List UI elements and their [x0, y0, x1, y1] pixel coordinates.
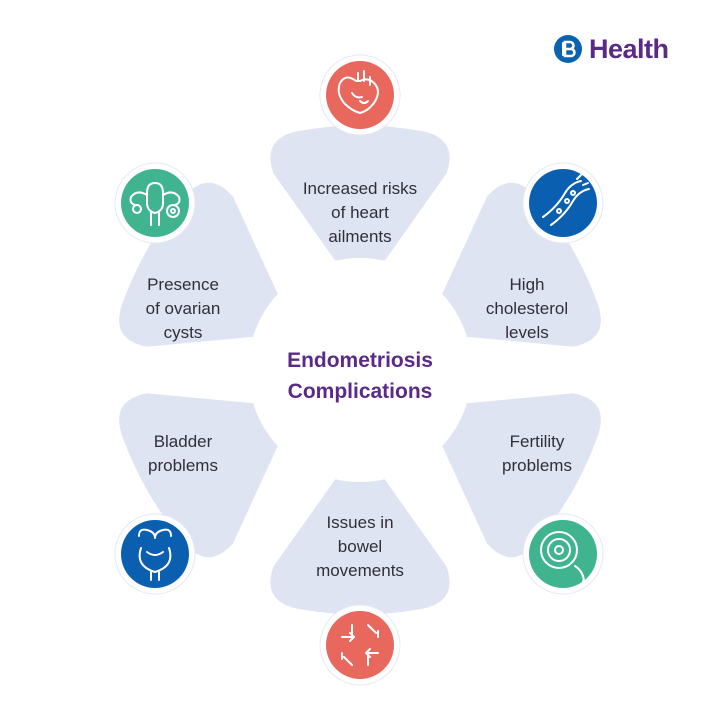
label-fertility-problems: Fertility problems	[502, 432, 572, 475]
petal-bladder	[116, 390, 286, 561]
label-bowel-movements: Issues in bowel movements	[316, 513, 404, 580]
center-title: Endometriosis Complications	[287, 349, 433, 403]
blood-vessel-icon	[522, 162, 604, 244]
label-heart-ailments: Increased risks of heart ailments	[302, 179, 418, 246]
label-high-cholesterol: High cholesterol levels	[485, 275, 569, 342]
petal-cholesterol	[434, 179, 604, 350]
center-circle	[248, 258, 472, 482]
brand-name: Health	[589, 33, 669, 64]
uterus-ovaries-icon	[114, 162, 196, 244]
label-bladder-problems: Bladder problems	[148, 432, 218, 475]
egg-cell-icon	[522, 513, 604, 595]
brand-logo: Health	[553, 32, 669, 66]
label-ovarian-cysts: Presence of ovarian cysts	[145, 275, 221, 342]
intestine-arrows-icon	[319, 604, 401, 686]
heart-icon	[319, 54, 401, 136]
brand-mark-icon	[554, 35, 582, 63]
bladder-icon	[114, 513, 196, 595]
petal-fertility	[434, 390, 604, 561]
